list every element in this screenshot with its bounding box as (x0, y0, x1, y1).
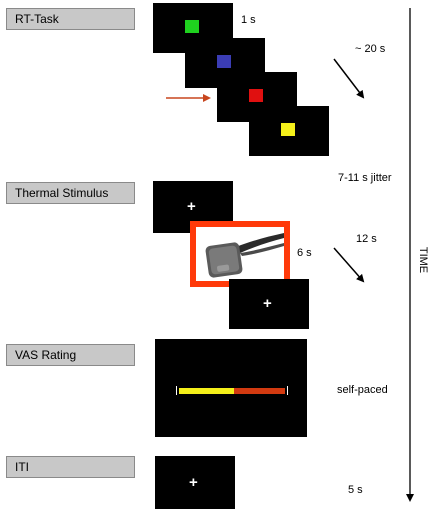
timing-heat: 6 s (297, 247, 312, 259)
phase-label-rt-task: RT-Task (6, 8, 135, 30)
vas-scale (176, 386, 288, 395)
thermal-gap-arrow-icon (333, 247, 365, 283)
fixation-cross: + (187, 198, 196, 215)
timing-rt-duration: ~ 20 s (355, 43, 386, 55)
vas-bar-left (179, 388, 234, 394)
blue-square (217, 55, 231, 68)
green-square (185, 20, 199, 33)
phase-label-thermal-stimulus: Thermal Stimulus (6, 182, 135, 204)
fixation-cross: + (263, 295, 272, 312)
thermode-photo (196, 227, 284, 281)
fixation-screen-post: + (229, 279, 309, 329)
red-square (249, 89, 263, 102)
heat-stimulus-frame (190, 221, 290, 287)
time-axis-label-anchor: TIME (416, 246, 430, 272)
fixation-cross: + (189, 474, 198, 491)
timing-iti: 5 s (348, 484, 363, 496)
phase-label-vas-rating: VAS Rating (6, 344, 135, 366)
time-axis-label: TIME (417, 246, 429, 273)
yellow-square (281, 123, 295, 136)
vas-bar-right (234, 388, 285, 394)
iti-screen: + (155, 456, 235, 509)
timing-jitter: 7-11 s jitter (338, 172, 392, 184)
phase-label-iti: ITI (6, 456, 135, 478)
rt-screen-4 (249, 106, 329, 156)
rt-duration-arrow-icon (333, 58, 365, 99)
vas-screen (155, 339, 307, 437)
timing-thermal-gap: 12 s (356, 233, 377, 245)
thermode-device-icon (205, 233, 284, 278)
timing-vas: self-paced (337, 384, 388, 396)
timing-first-stimulus: 1 s (241, 14, 256, 26)
